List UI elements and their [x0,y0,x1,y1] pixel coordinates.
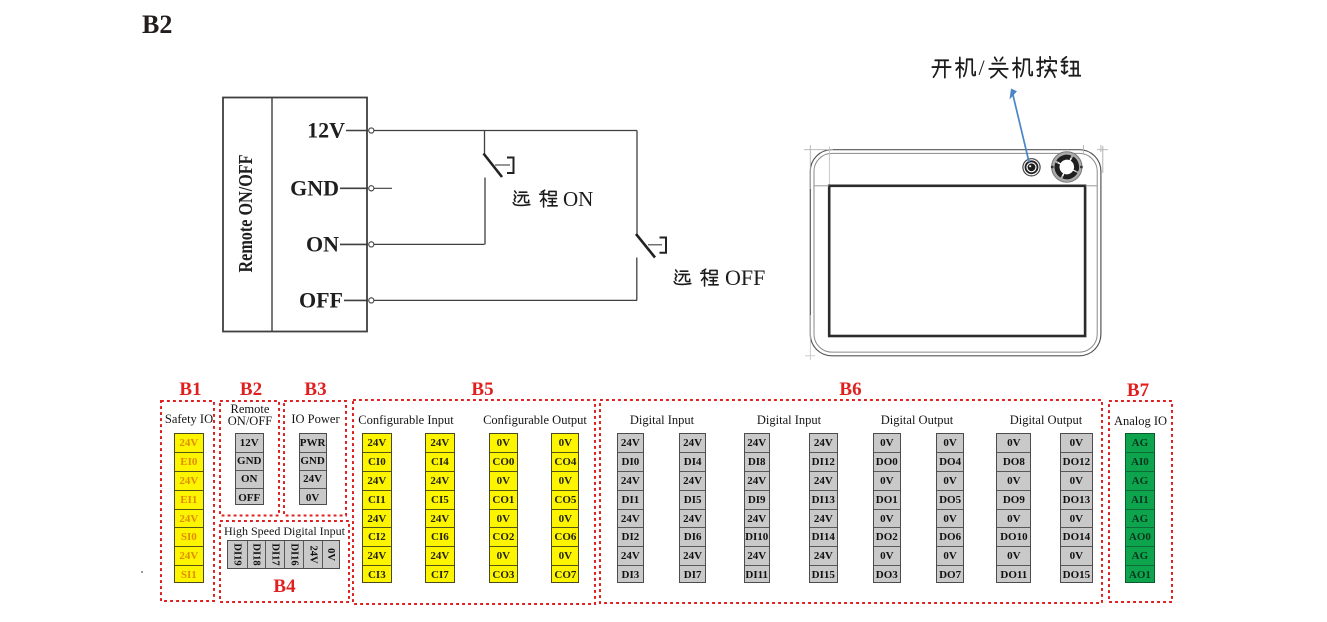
svg-text:ON: ON [306,231,339,256]
svg-text:GND: GND [290,175,339,200]
svg-text:Remote ON/OFF: Remote ON/OFF [235,155,257,273]
svg-text:OFF: OFF [299,287,343,312]
svg-text:12V: 12V [307,118,345,143]
